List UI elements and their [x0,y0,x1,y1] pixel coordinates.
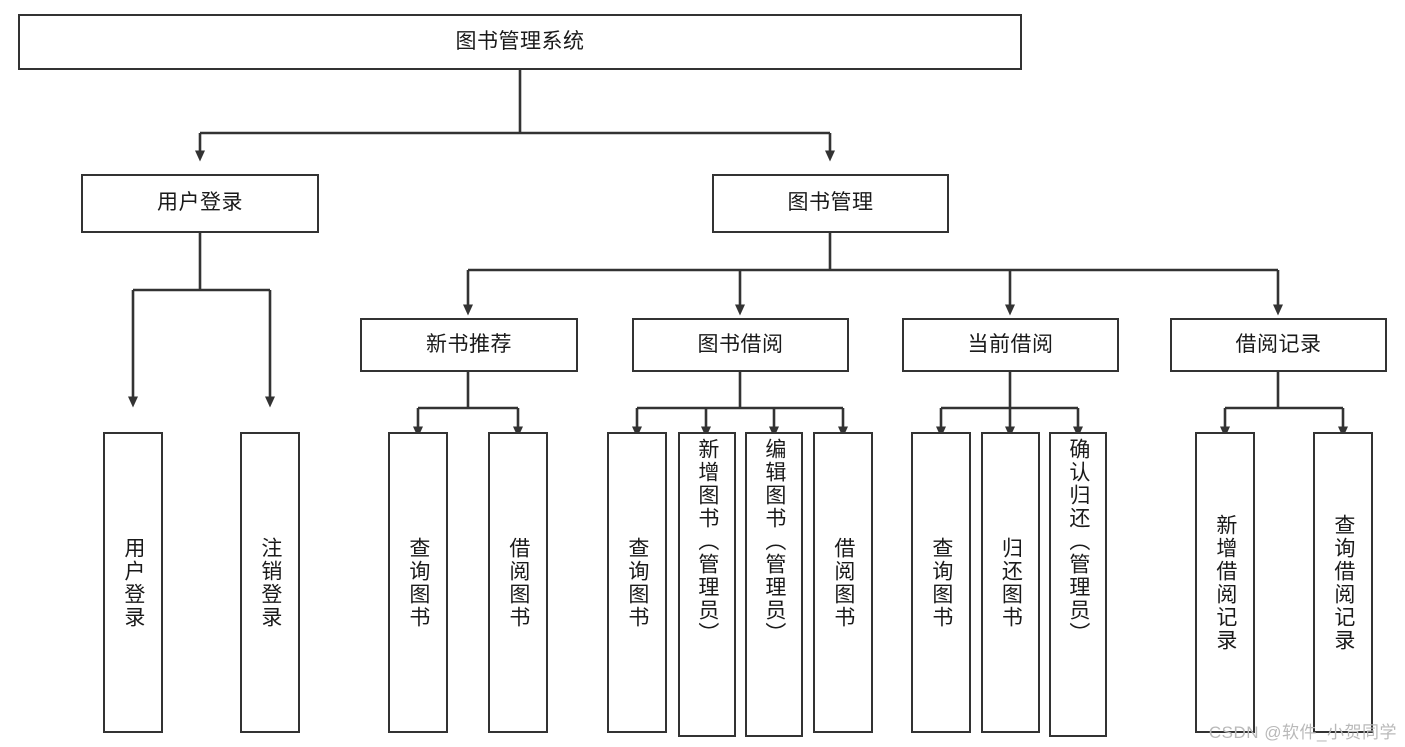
node-leaf-query-book-recommend-label: 查询图书 [406,536,430,629]
node-leaf-add-book-label: 新增图书（管理员） [695,438,719,645]
node-leaf-query-book-borrow-label: 查询图书 [625,536,649,629]
node-root-label: 图书管理系统 [455,29,585,53]
node-book-borrow-label: 图书借阅 [697,332,784,356]
node-leaf-query-book-current[interactable]: 查询图书 [911,432,971,733]
node-book-manage-label: 图书管理 [787,191,874,215]
node-leaf-add-borrow-record[interactable]: 新增借阅记录 [1195,432,1255,733]
node-leaf-logout-label: 注销登录 [258,536,282,629]
node-leaf-borrow-book-label: 借阅图书 [831,536,855,629]
node-leaf-confirm-return[interactable]: 确认归还（管理员） [1049,432,1107,737]
node-leaf-add-book[interactable]: 新增图书（管理员） [678,432,736,737]
node-book-borrow[interactable]: 图书借阅 [632,318,849,372]
node-leaf-borrow-book[interactable]: 借阅图书 [813,432,873,733]
watermark-text: CSDN @软件_小贺同学 [1208,723,1397,742]
node-leaf-return-book-label: 归还图书 [999,536,1023,629]
node-leaf-logout[interactable]: 注销登录 [240,432,300,733]
node-current-borrow[interactable]: 当前借阅 [902,318,1119,372]
node-leaf-user-login[interactable]: 用户登录 [103,432,163,733]
node-leaf-query-book-current-label: 查询图书 [929,536,953,629]
node-leaf-add-borrow-record-label: 新增借阅记录 [1213,513,1237,652]
node-new-book-recommend-label: 新书推荐 [426,332,512,356]
node-leaf-query-book-recommend[interactable]: 查询图书 [388,432,448,733]
node-leaf-confirm-return-label: 确认归还（管理员） [1066,438,1090,645]
node-leaf-query-book-borrow[interactable]: 查询图书 [607,432,667,733]
node-leaf-query-borrow-record-label: 查询借阅记录 [1331,513,1355,652]
node-leaf-edit-book[interactable]: 编辑图书（管理员） [745,432,803,737]
node-new-book-recommend[interactable]: 新书推荐 [360,318,578,372]
node-current-borrow-label: 当前借阅 [967,332,1054,356]
node-leaf-borrow-book-recommend[interactable]: 借阅图书 [488,432,548,733]
node-book-manage[interactable]: 图书管理 [712,174,949,233]
node-user-login-label: 用户登录 [157,191,243,215]
node-leaf-borrow-book-recommend-label: 借阅图书 [506,536,530,629]
node-leaf-return-book[interactable]: 归还图书 [981,432,1040,733]
node-leaf-user-login-label: 用户登录 [121,536,145,629]
node-root[interactable]: 图书管理系统 [18,14,1022,70]
node-leaf-query-borrow-record[interactable]: 查询借阅记录 [1313,432,1373,733]
node-user-login[interactable]: 用户登录 [81,174,319,233]
node-borrow-record-label: 借阅记录 [1235,332,1322,356]
node-leaf-edit-book-label: 编辑图书（管理员） [762,438,786,645]
node-borrow-record[interactable]: 借阅记录 [1170,318,1387,372]
